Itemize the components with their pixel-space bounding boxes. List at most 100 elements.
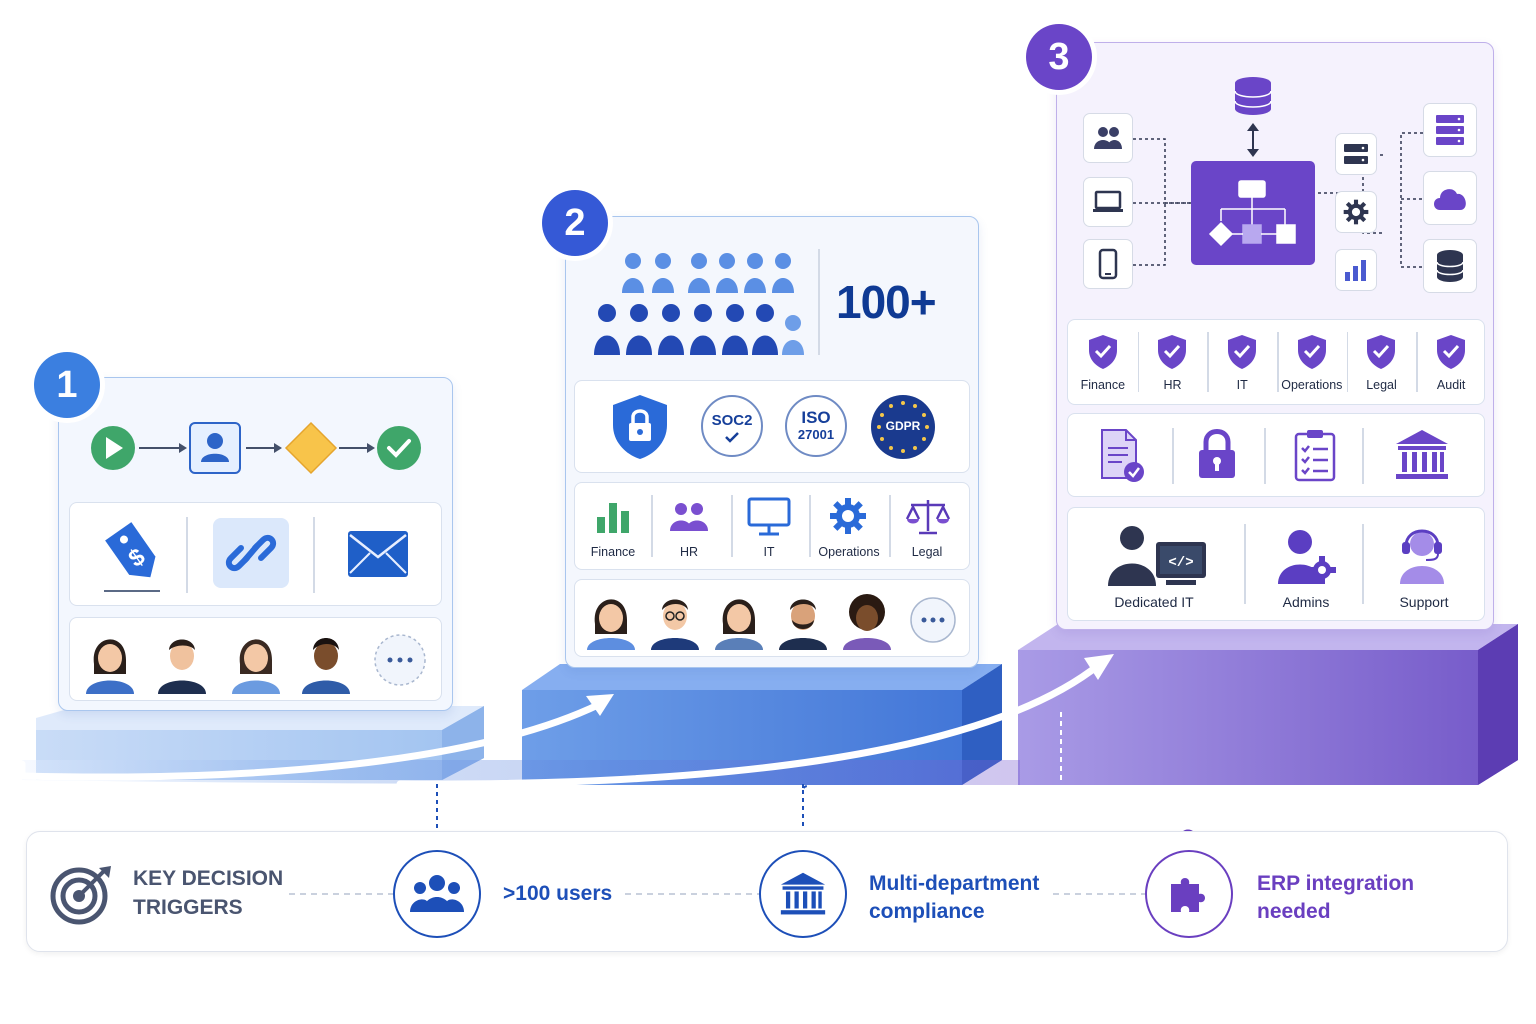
target-icon xyxy=(50,866,111,925)
step3-platform xyxy=(1018,624,1518,785)
trigger-users-circle xyxy=(393,850,481,938)
monitor-icon xyxy=(747,497,791,536)
chart-icon xyxy=(597,503,629,533)
iso-number-label: 27001 xyxy=(797,427,835,442)
laptop-tile xyxy=(1083,177,1133,227)
growth-arrow-2 xyxy=(396,660,1104,788)
triggers-title-line1: KEY DECISION xyxy=(133,867,284,890)
cloud-tile xyxy=(1423,171,1477,225)
shield-check-icon xyxy=(1437,335,1466,369)
team-panel xyxy=(69,617,442,701)
trigger-users-label: >100 users xyxy=(503,882,613,905)
step3-card: Finance HR IT Operations Legal Audit xyxy=(1056,42,1494,630)
storage-tile xyxy=(1423,239,1477,293)
lock-icon xyxy=(1199,429,1235,478)
compliance-dept-label: Finance xyxy=(1080,378,1126,392)
compliance-dept-operations: Operations xyxy=(1277,320,1347,404)
dept-label-it: IT xyxy=(763,545,775,559)
price-tag-icon: $ xyxy=(104,522,160,592)
support-agent-icon xyxy=(1400,529,1444,584)
approved-document-icon xyxy=(1101,429,1144,482)
governance-panel xyxy=(1067,413,1485,497)
woman-avatar-icon xyxy=(587,599,635,650)
svg-text:</>: </> xyxy=(1168,555,1193,571)
iso-label: ISO xyxy=(801,408,831,427)
analytics-tile xyxy=(1335,249,1377,291)
compliance-dept-label: HR xyxy=(1163,378,1182,392)
team-avatars xyxy=(86,634,426,694)
compliance-dept-finance: Finance xyxy=(1068,320,1138,404)
gdpr-label: GDPR xyxy=(885,419,921,433)
server-rack-tile xyxy=(1423,103,1477,157)
certifications-panel: SOC2 ISO 27001 GDPR xyxy=(574,380,970,473)
step2-platform xyxy=(522,664,1002,785)
iso-27001-badge: ISO 27001 xyxy=(785,395,847,457)
dept-label-hr: HR xyxy=(679,545,699,559)
shield-check-icon xyxy=(1367,335,1396,369)
soc2-label: SOC2 xyxy=(711,412,753,429)
more-icon xyxy=(374,634,426,686)
compliance-dept-label: IT xyxy=(1236,378,1248,392)
woman-avatar-icon xyxy=(232,639,280,694)
soc2-badge: SOC2 xyxy=(701,395,763,457)
bank-icon xyxy=(780,872,826,915)
step2-card: 100+ SOC2 ISO 27001 GDPR xyxy=(565,216,979,668)
user-count-headline: 100+ xyxy=(836,276,937,328)
support-team-panel: </> Dedicated IT Admins Support xyxy=(1067,507,1485,621)
checklist-icon xyxy=(1294,430,1336,482)
dept-label-legal: Legal xyxy=(911,545,943,559)
compliance-dept-label: Legal xyxy=(1366,378,1397,392)
compliance-departments-panel: Finance HR IT Operations Legal Audit xyxy=(1067,319,1485,405)
dept-label-finance: Finance xyxy=(590,545,636,559)
dept-label-operations: Operations xyxy=(818,545,880,559)
decision-triggers-bar: KEY DECISION TRIGGERS >100 users Multi-d… xyxy=(26,831,1508,952)
user-crowd-icon xyxy=(594,253,804,355)
compliance-dept-audit: Audit xyxy=(1416,320,1486,404)
shield-check-icon xyxy=(1158,335,1187,369)
trigger-compliance-circle xyxy=(759,850,847,938)
compliance-dept-it: IT xyxy=(1207,320,1277,404)
team-label-support: Support xyxy=(1399,594,1449,610)
compliance-dept-hr: HR xyxy=(1137,320,1208,404)
compliance-dept-label: Operations xyxy=(1281,378,1343,392)
more-icon xyxy=(910,597,956,643)
step2-number-badge: 2 xyxy=(542,190,608,256)
triggers-title-line2: TRIGGERS xyxy=(133,896,243,919)
trigger-compliance-label: Multi-department compliance xyxy=(869,872,1040,923)
trigger-erp-label: ERP integration needed xyxy=(1257,872,1415,923)
scales-icon xyxy=(905,500,951,535)
developer-icon: </> xyxy=(1108,526,1206,586)
people-icon xyxy=(670,503,708,531)
users-tile xyxy=(1083,113,1133,163)
shield-check-icon xyxy=(1297,335,1326,369)
compliance-dept-label: Audit xyxy=(1436,378,1466,392)
puzzle-icon xyxy=(1171,878,1205,912)
departments-panel: Finance HR IT Operations xyxy=(574,482,970,570)
step1-number-badge: 1 xyxy=(34,352,100,418)
email-icon xyxy=(348,531,408,577)
man-avatar-icon xyxy=(302,638,350,694)
phone-tile xyxy=(1083,239,1133,289)
team-label-dedicated-it: Dedicated IT xyxy=(1114,594,1194,610)
server-tile xyxy=(1335,133,1377,175)
growth-arrow-1 xyxy=(18,700,604,781)
man-avatar-icon xyxy=(158,639,206,694)
shield-lock-icon xyxy=(613,395,667,459)
team-avatars-2 xyxy=(587,594,956,650)
shield-check-icon xyxy=(1088,335,1117,369)
triggers-title: KEY DECISION TRIGGERS xyxy=(133,864,283,922)
shield-check-icon xyxy=(1228,335,1257,369)
step1-card: $ xyxy=(58,377,453,711)
gdpr-badge: GDPR xyxy=(871,395,935,459)
gear-icon xyxy=(830,498,866,534)
man-glasses-avatar-icon xyxy=(651,599,699,650)
users-icon xyxy=(410,875,464,912)
bearded-man-avatar-icon xyxy=(779,599,827,650)
integration-diagram xyxy=(1133,77,1423,268)
tools-panel: $ xyxy=(69,502,442,606)
workflow-diagram xyxy=(91,421,421,475)
settings-tile xyxy=(1335,191,1377,233)
institution-icon xyxy=(1396,430,1448,479)
link-icon xyxy=(213,518,289,588)
admin-icon xyxy=(1278,530,1336,584)
